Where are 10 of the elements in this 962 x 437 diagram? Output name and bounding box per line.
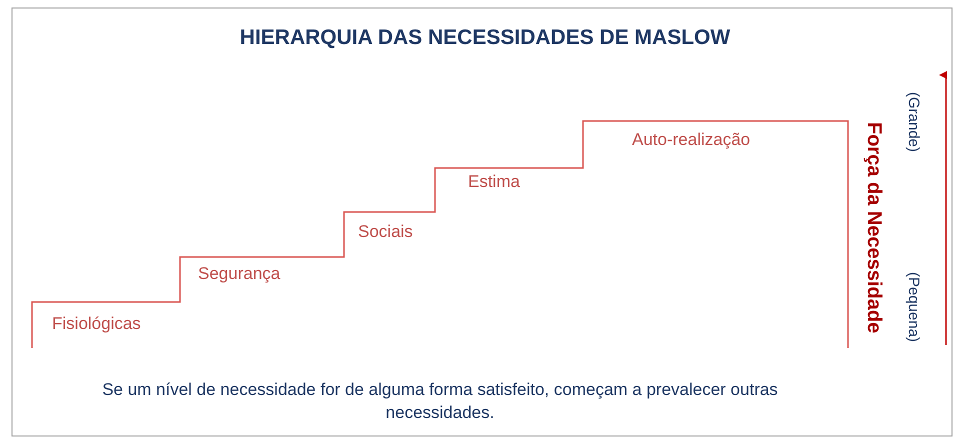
step-label: Sociais [358, 222, 413, 242]
caption: Se um nível de necessidade for de alguma forma satisfeito, começam a prevalecer outras necessidades. [101, 379, 779, 424]
step-label: Fisiológicas [52, 314, 141, 334]
scale-label: (Pequena) [905, 272, 922, 342]
step-label: Auto-realização [632, 130, 750, 150]
title: HIERARQUIA DAS NECESSIDADES DE MASLOW [238, 28, 732, 48]
step-label: Segurança [198, 264, 280, 284]
axis-title: Força da Necessidade [862, 122, 885, 334]
scale-label: (Grande) [905, 92, 922, 152]
step-label: Estima [468, 172, 520, 192]
